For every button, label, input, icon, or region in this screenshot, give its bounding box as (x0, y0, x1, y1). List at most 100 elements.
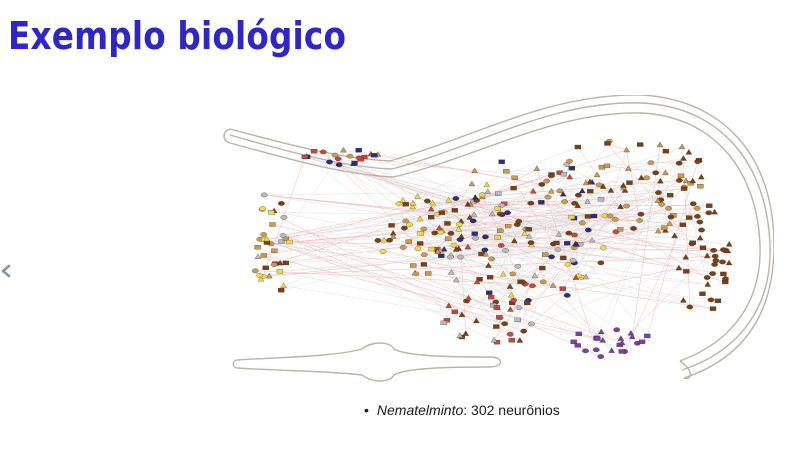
neuron-node (579, 220, 586, 226)
network-edge (289, 225, 509, 243)
neuron-node (563, 292, 571, 298)
network-edge (262, 208, 511, 335)
neuron-node (574, 144, 582, 150)
neuron-node (420, 252, 428, 258)
neuron-node (409, 199, 417, 206)
neuron-node (527, 240, 535, 246)
neuron-node (711, 253, 719, 259)
network-edge (541, 158, 684, 185)
neuron-node (496, 315, 503, 320)
neuron-node (259, 206, 266, 211)
network-edge (484, 249, 708, 285)
neuron-node (379, 249, 387, 254)
neuron-node (476, 277, 483, 282)
neuron-node (509, 271, 517, 277)
neuron-node (414, 193, 421, 199)
network-edge (423, 228, 702, 231)
neuron-node (572, 240, 579, 247)
neuron-node (508, 338, 515, 343)
neuron-node (521, 230, 528, 236)
neuron-node (254, 245, 261, 250)
neuron-node (697, 184, 704, 189)
neuron-node (599, 183, 607, 189)
network-edge (279, 271, 603, 341)
neuron-node (483, 181, 491, 188)
network-edge (454, 177, 642, 211)
network-edge (513, 152, 689, 301)
neuron-node (655, 190, 662, 195)
neuron-node (458, 311, 466, 317)
neuron-node (488, 256, 495, 262)
network-edge (626, 150, 640, 221)
neuron-node (498, 202, 506, 208)
neuron-node (280, 214, 288, 220)
network-edge (262, 209, 468, 248)
neuron-node (470, 211, 478, 217)
neuron-node (725, 259, 733, 266)
network-edge (607, 143, 693, 244)
neuron-node (482, 250, 490, 257)
neuron-node (597, 354, 605, 359)
neuron-node (560, 172, 568, 177)
neuron-node (623, 203, 630, 209)
neuron-node (515, 305, 523, 311)
neuron-node (694, 214, 701, 219)
network-edge (454, 210, 617, 330)
neuron-node (598, 328, 605, 335)
neuron-node (260, 232, 268, 237)
neuron-node (686, 215, 693, 220)
neuron-node (525, 227, 532, 232)
neuron-node (527, 200, 535, 206)
neuron-node (450, 242, 458, 248)
neuron-node (607, 187, 615, 193)
neuron-node (574, 202, 581, 208)
network-edge (453, 242, 557, 246)
network-edge (494, 267, 680, 341)
neuron-node (594, 336, 601, 341)
neuron-node (655, 227, 662, 234)
neuron-node (445, 302, 453, 308)
neuron-node (575, 331, 582, 337)
network-edge (264, 239, 524, 332)
network-edge (281, 241, 728, 252)
neuron-node (472, 235, 479, 241)
neuron-node (497, 228, 504, 233)
neuron-node (515, 218, 523, 224)
neuron-node (568, 214, 575, 220)
neuron-node (520, 328, 528, 334)
neuron-node (409, 203, 416, 210)
network-edge (282, 158, 339, 236)
neuron-node (714, 298, 722, 303)
neuron-node (455, 221, 463, 227)
previous-slide-button[interactable] (0, 260, 14, 282)
neuron-node (582, 273, 590, 280)
neuron-node (374, 238, 382, 243)
neuron-node (682, 254, 690, 260)
neuron-node (506, 331, 514, 337)
neuron-node (528, 321, 535, 327)
neuron-node (420, 262, 428, 267)
network-edge (264, 194, 438, 215)
neuron-node (447, 231, 455, 236)
neuron-node (401, 225, 408, 231)
nematode-neural-network-figure (223, 95, 774, 382)
neuron-node (425, 271, 432, 276)
network-edge (263, 202, 414, 256)
neuron-node (471, 167, 478, 174)
network-edge (391, 225, 714, 309)
neuron-node (559, 190, 567, 197)
neuron-node (524, 300, 531, 305)
neuron-node (599, 337, 607, 343)
neuron-node (503, 169, 510, 174)
network-edge (493, 267, 543, 341)
neuron-node (571, 232, 578, 238)
network-edge (683, 158, 691, 308)
network-edge (415, 273, 601, 357)
neuron-node (471, 194, 479, 200)
neuron-node (417, 241, 424, 246)
neuron-node (498, 159, 505, 164)
neuron-node (613, 327, 621, 333)
neuron-node (541, 252, 549, 257)
neuron-node (319, 149, 327, 155)
neuron-node (538, 182, 546, 187)
